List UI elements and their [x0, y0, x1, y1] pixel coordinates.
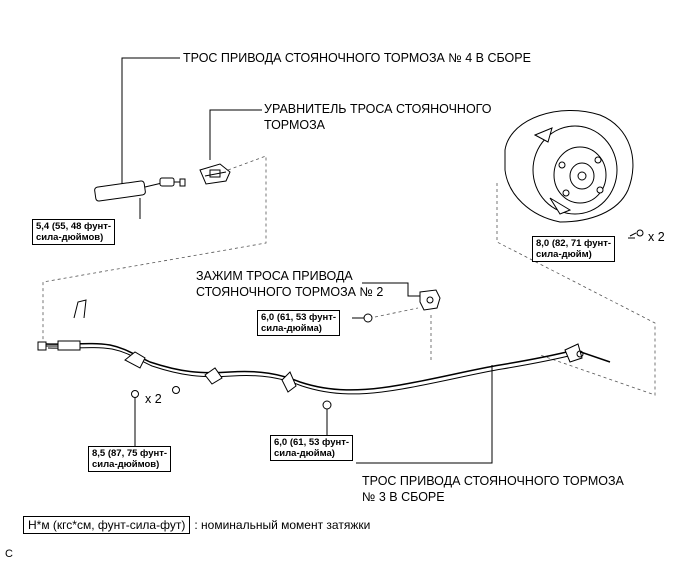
label-clamp-no2: ЗАЖИМ ТРОСА ПРИВОДА СТОЯНОЧНОГО ТОРМОЗА …: [196, 268, 383, 300]
torque-6-0a-line2: сила-дюйма): [261, 323, 322, 334]
label-x2-left: x 2: [145, 392, 162, 406]
leader-cable-no4: [121, 57, 180, 190]
dashed-guide-left: [42, 155, 267, 340]
label-cable-no3-line1: ТРОС ПРИВОДА СТОЯНОЧНОГО ТОРМОЗА: [362, 474, 624, 488]
leader-cable-no3: [356, 365, 493, 464]
label-equalizer-line2: ТОРМОЗА: [264, 118, 326, 132]
label-x2-right: x 2: [648, 230, 665, 244]
cable-no3-assembly: [37, 299, 611, 410]
equalizer-part: [199, 163, 231, 185]
label-cable-no3-line2: № 3 В СБОРЕ: [362, 490, 445, 504]
torque-box-6-0-clamp: 6,0 (61, 53 фунт- сила-дюйма): [257, 310, 341, 336]
torque-6-0a-line1: 6,0 (61, 53 фунт-: [261, 312, 337, 323]
cable-no4-assembly: [94, 177, 186, 202]
torque-6-0b-line2: сила-дюйма): [274, 448, 335, 459]
leader-clamp: [362, 282, 425, 297]
label-equalizer-line1: УРАВНИТЕЛЬ ТРОСА СТОЯНОЧНОГО: [264, 102, 492, 116]
label-cable-no3: ТРОС ПРИВОДА СТОЯНОЧНОГО ТОРМОЗА № 3 В С…: [362, 473, 624, 505]
label-equalizer: УРАВНИТЕЛЬ ТРОСА СТОЯНОЧНОГО ТОРМОЗА: [264, 101, 491, 133]
torque-8-5-line1: 8,5 (87, 75 фунт-: [92, 448, 168, 459]
brake-assembly: [504, 109, 644, 237]
dashed-guide-right: [496, 183, 656, 396]
label-cable-no4: ТРОС ПРИВОДА СТОЯНОЧНОГО ТОРМОЗА № 4 В С…: [183, 51, 531, 65]
torque-box-5-4: 5,4 (55, 48 фунт- сила-дюймов): [32, 219, 116, 245]
leader-equalizer: [209, 109, 262, 160]
torque-8-5-line2: сила-дюймов): [92, 459, 160, 470]
label-clamp-line1: ЗАЖИМ ТРОСА ПРИВОДА: [196, 269, 353, 283]
corner-mark: C: [5, 548, 13, 560]
legend-unit-box: Н*м (кгс*см, фунт-сила-фут): [23, 516, 191, 534]
torque-box-6-0-cable: 6,0 (61, 53 фунт- сила-дюйма): [270, 435, 354, 461]
torque-box-8-5: 8,5 (87, 75 фунт- сила-дюймов): [88, 446, 172, 472]
torque-8-0-line1: 8,0 (82, 71 фунт-: [536, 238, 612, 249]
torque-8-0-line2: сила-дюйм): [536, 249, 592, 260]
legend-description: : номинальный момент затяжки: [194, 518, 371, 532]
torque-6-0b-line1: 6,0 (61, 53 фунт-: [274, 437, 350, 448]
torque-legend: Н*м (кгс*см, фунт-сила-фут): номинальный…: [23, 516, 371, 534]
torque-box-8-0: 8,0 (82, 71 фунт- сила-дюйм): [532, 236, 616, 262]
label-clamp-line2: СТОЯНОЧНОГО ТОРМОЗА № 2: [196, 285, 384, 299]
torque-5-4-line2: сила-дюймов): [36, 232, 104, 243]
torque-5-4-line1: 5,4 (55, 48 фунт-: [36, 221, 112, 232]
clamp-no2: [363, 289, 441, 323]
